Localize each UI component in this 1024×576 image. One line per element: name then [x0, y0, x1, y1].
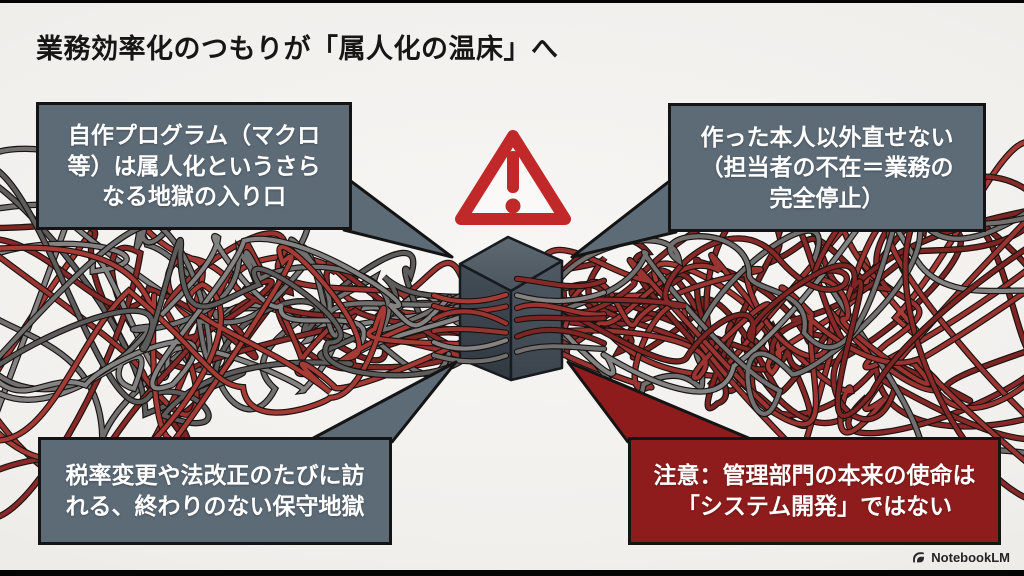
- wire-strand: [0, 170, 488, 426]
- wire-strand: [515, 315, 606, 322]
- letterbox-bar-top: [0, 0, 1024, 3]
- wire-strand: [552, 191, 1024, 350]
- wire-strand: [515, 276, 606, 289]
- wire-strand: [432, 327, 508, 335]
- warning-triangle-icon: [455, 130, 571, 225]
- callout-top-left: 自作プログラム（マクロ 等）は属人化というさら なる地獄の入り口: [36, 102, 352, 230]
- wire-strand: [552, 211, 1024, 416]
- wire-strand: [515, 344, 606, 354]
- wire-strand: [0, 287, 464, 443]
- letterbox-bar-bottom: [0, 570, 1024, 576]
- brand-watermark: NotebookLM: [911, 550, 1010, 565]
- wire-strand: [515, 302, 606, 317]
- wire-strand: [538, 247, 1024, 418]
- wire-strand: [0, 236, 452, 393]
- wire-strand: [432, 292, 508, 304]
- wire-strand: [515, 290, 606, 303]
- tangled-wires-right: [527, 139, 1024, 501]
- slide-title: 業務効率化のつもりが「属人化の温床」へ: [36, 34, 559, 64]
- callout-top-right: 作った本人以外直せない （担当者の不在＝業務の 完全停止）: [668, 103, 986, 232]
- brand-label: NotebookLM: [931, 550, 1010, 565]
- callout-bottom-left: 税率変更や法改正のたびに訪 れる、終わりのない保守地獄: [38, 437, 392, 545]
- wire-strand: [432, 309, 508, 326]
- wire-strand: [0, 238, 470, 378]
- wire-strand: [515, 327, 606, 346]
- wire-strand: [0, 185, 458, 418]
- tail-top-left: [342, 174, 454, 259]
- wire-strand: [538, 277, 1024, 386]
- wire-strand: [0, 244, 462, 452]
- wire-strand: [561, 209, 1024, 441]
- wire-strand: [432, 338, 508, 351]
- wires-wrapping-cube-left: [430, 291, 510, 365]
- callout-tails: [304, 174, 760, 444]
- notebooklm-icon: [913, 552, 925, 563]
- wire-strand: [530, 165, 1024, 499]
- callout-bottom-right: 注意：管理部門の本来の使命は 「システム開発」ではない: [628, 437, 1001, 545]
- wire-strand: [551, 201, 1024, 394]
- wire-strand: [538, 209, 1024, 411]
- wire-strand: [432, 353, 508, 364]
- wires-wrapping-cube-right: [513, 275, 608, 355]
- wire-strand: [0, 282, 485, 485]
